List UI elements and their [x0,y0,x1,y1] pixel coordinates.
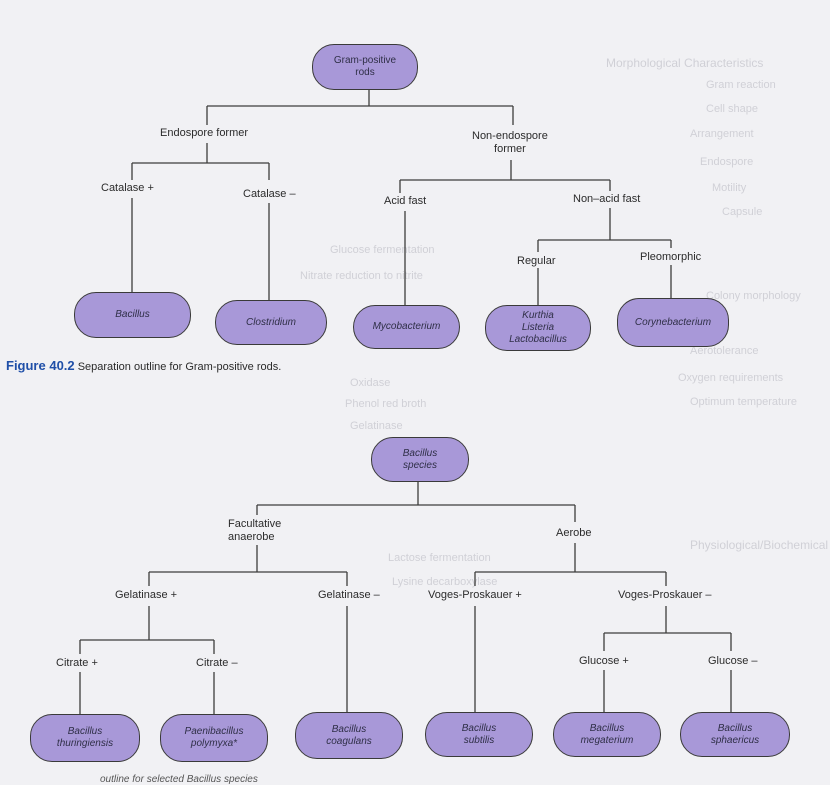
bleed-text: Oxygen requirements [678,372,784,384]
label-voges-proskauer-positive: Voges-Proskauer + [428,589,522,601]
label-citrate-negative: Citrate – [196,657,238,669]
node-bacillus: Bacillus [74,292,191,338]
bleed-text: Nitrate reduction to nitrite [300,270,423,282]
node-corynebacterium: Corynebacterium [617,298,729,347]
label-regular: Regular [517,255,556,267]
figure-caption-text: Separation outline for Gram-positive rod… [77,361,282,373]
label-aerobe: Aerobe [556,527,592,539]
bleed-text: Capsule [722,206,763,218]
figure-number: Figure 40.2 [6,358,75,373]
bleed-text: Optimum temperature [690,396,797,408]
bleed-text: Oxidase [350,377,391,389]
bleed-text: Gelatinase [350,420,403,432]
bleed-text: Phenol red broth [345,398,427,410]
label-voges-proskauer-negative: Voges-Proskauer – [618,589,712,601]
bleed-text: Cell shape [706,103,758,115]
label-gelatinase-positive: Gelatinase + [115,589,178,601]
bleed-text: Lactose fermentation [388,552,491,564]
label-acid-fast: Acid fast [384,195,427,207]
label-endospore-former: Endospore former [160,127,249,139]
bleed-text: Endospore [700,156,754,168]
bleed-text: Arrangement [690,128,754,140]
bleed-text: Physiological/Biochemical Characteristic… [690,538,830,552]
label-citrate-positive: Citrate + [56,657,98,669]
figure-caption: Figure 40.2 Separation outline for Gram-… [6,358,281,373]
label-gelatinase-negative: Gelatinase – [318,589,380,601]
bleed-text: Glucose fermentation [330,244,435,256]
bleed-text: Colony morphology [706,290,801,302]
label-catalase-positive: Catalase + [101,182,154,194]
label-glucose-negative: Glucose – [708,655,758,667]
node-clostridium: Clostridium [215,300,327,345]
label-catalase-negative: Catalase – [243,188,296,200]
node-mycobacterium: Mycobacterium [353,305,460,349]
label-pleomorphic: Pleomorphic [640,251,702,263]
bleed-text: Gram reaction [706,79,776,91]
label-glucose-positive: Glucose + [579,655,629,667]
bleed-text: Motility [712,182,747,194]
bleed-text: Aerotolerance [690,345,759,357]
label-non-acid-fast: Non–acid fast [573,193,641,205]
bleed-text: Morphological Characteristics [606,56,764,70]
figure-caption-partial: outline for selected Bacillus species [100,774,258,785]
bleed-text: Lysine decarboxylase [392,576,498,588]
